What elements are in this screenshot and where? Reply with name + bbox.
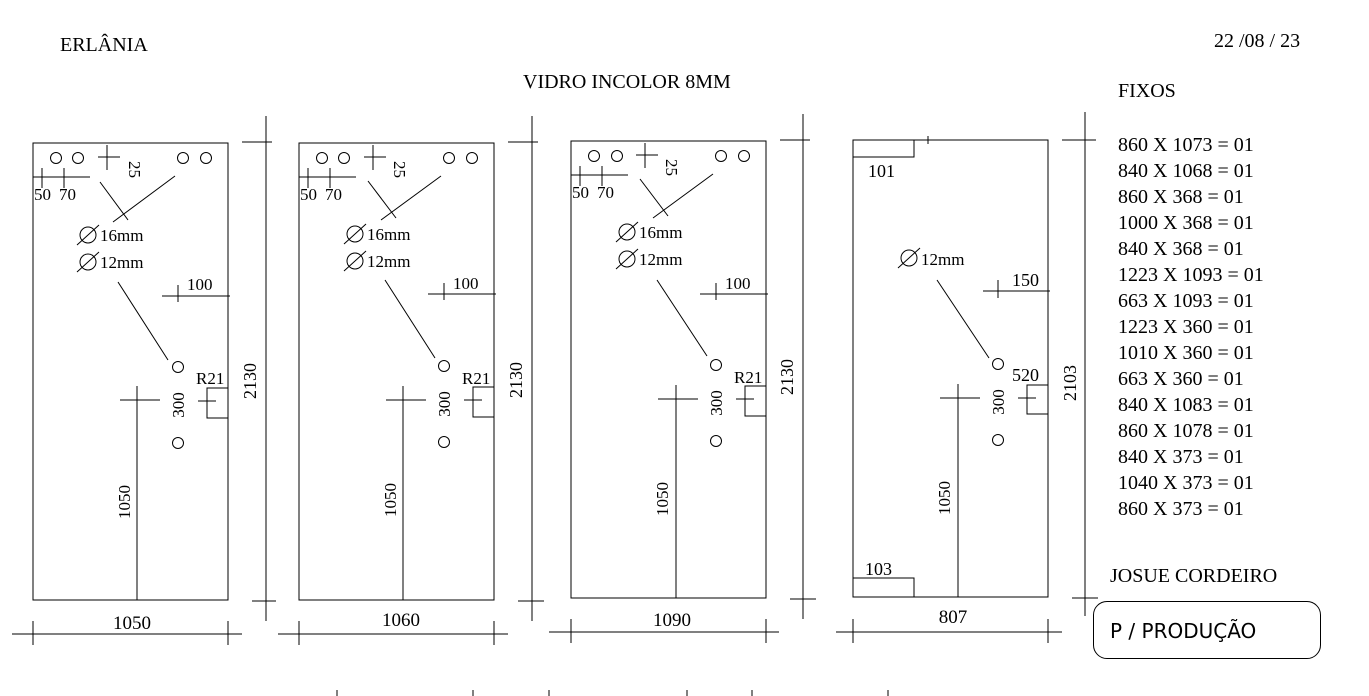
fixed-panel-item: 860 X 373 = 01 — [1118, 498, 1244, 520]
production-stamp: P / PRODUÇÃO — [1093, 601, 1321, 659]
door-panel-4: 101 12mm 150 300 520 1050 103 2103 807 — [836, 112, 1098, 643]
fixed-panels-title: FIXOS — [1118, 80, 1176, 102]
panel-outline — [32, 142, 229, 601]
dim-hole-spacing: 25 — [662, 159, 681, 176]
hole — [438, 360, 450, 372]
glass-spec-title: VIDRO INCOLOR 8MM — [523, 71, 731, 93]
fixed-panel-item: 840 X 368 = 01 — [1118, 238, 1244, 260]
fixed-panels-list: 860 X 1073 = 01 840 X 1068 = 01 860 X 368 … — [1118, 132, 1264, 522]
fixed-panel-item: 840 X 373 = 01 — [1118, 446, 1244, 468]
dim-lock-offset: 150 — [1012, 270, 1039, 290]
fixed-panel-item: 1010 X 360 = 01 — [1118, 342, 1254, 364]
label-hole-small: 12mm — [639, 250, 682, 269]
label-hole-large: 16mm — [639, 223, 682, 242]
dim-offset-spacing: 70 — [59, 185, 76, 204]
hole — [710, 435, 722, 447]
hole — [710, 359, 722, 371]
panel-outline — [298, 142, 495, 601]
hole — [172, 361, 184, 373]
dim-handle-height: 1050 — [653, 482, 672, 516]
label-hole-large: 16mm — [367, 225, 410, 244]
hole — [172, 437, 184, 449]
hole — [338, 152, 350, 164]
door-panel-2: 25 50 70 16mm 12mm 100 300 R21 1050 2130 — [278, 116, 544, 645]
fixed-panel-item: 860 X 1073 = 01 — [1118, 134, 1254, 156]
label-radius: R21 — [462, 369, 490, 388]
label-hole-large: 16mm — [100, 226, 143, 245]
hole — [316, 152, 328, 164]
client-name: ERLÂNIA — [60, 34, 148, 56]
panel-outline — [852, 139, 1049, 598]
label-hole-small: 12mm — [921, 250, 964, 269]
label-hole-small: 12mm — [367, 252, 410, 271]
dim-offset-spacing: 70 — [597, 183, 614, 202]
dim-offset-spacing: 70 — [325, 185, 342, 204]
dim-height: 2103 — [1060, 365, 1080, 401]
door-panel-3: 25 50 70 16mm 12mm 100 300 R21 1050 2130 — [549, 114, 816, 643]
dim-lock-offset: 100 — [453, 274, 479, 293]
dim-handle-spacing: 300 — [989, 389, 1008, 415]
dim-handle-height: 1050 — [935, 481, 954, 515]
drawing-date: 22 /08 / 23 — [1214, 30, 1301, 52]
dim-handle-spacing: 300 — [707, 390, 726, 416]
dim-offset-left: 50 — [572, 183, 589, 202]
hole — [177, 152, 189, 164]
hole — [738, 150, 750, 162]
fixed-panel-item: 1223 X 1093 = 01 — [1118, 264, 1264, 286]
dim-bottom-notch: 103 — [865, 559, 892, 579]
dim-hole-spacing: 25 — [390, 161, 409, 178]
dim-height: 2130 — [777, 359, 797, 395]
dim-top-notch: 101 — [868, 161, 895, 181]
dim-width: 1050 — [113, 613, 151, 634]
dim-handle-spacing: 300 — [435, 391, 454, 417]
fixed-panel-item: 840 X 1068 = 01 — [1118, 160, 1254, 182]
dim-width: 1090 — [653, 610, 691, 631]
hole — [72, 152, 84, 164]
dim-width: 1060 — [382, 610, 420, 631]
label-notch: 520 — [1012, 365, 1039, 385]
dim-offset-left: 50 — [300, 185, 317, 204]
dim-offset-left: 50 — [34, 185, 51, 204]
page-edge-ticks — [336, 690, 889, 696]
panel-outline — [570, 140, 767, 599]
hole — [588, 150, 600, 162]
label-radius: R21 — [196, 369, 224, 388]
fixed-panel-item: 1223 X 360 = 01 — [1118, 316, 1254, 338]
installer-name: JOSUE CORDEIRO — [1110, 565, 1278, 587]
dim-hole-spacing: 25 — [125, 161, 144, 178]
hole — [992, 358, 1004, 370]
hole — [992, 434, 1004, 446]
label-hole-small: 12mm — [100, 253, 143, 272]
dim-height: 2130 — [240, 363, 260, 399]
dim-handle-height: 1050 — [115, 485, 134, 519]
fixed-panel-item: 663 X 1093 = 01 — [1118, 290, 1254, 312]
hole — [466, 152, 478, 164]
dim-width: 807 — [939, 607, 968, 628]
hole — [611, 150, 623, 162]
fixed-panel-item: 840 X 1083 = 01 — [1118, 394, 1254, 416]
dim-lock-offset: 100 — [725, 274, 751, 293]
hole — [438, 436, 450, 448]
door-panel-1: 25 50 70 16mm 12mm 100 300 R21 1050 — [12, 116, 276, 645]
production-label: P / PRODUÇÃO — [1110, 619, 1257, 643]
fixed-panel-item: 1040 X 373 = 01 — [1118, 472, 1254, 494]
fixed-panel-item: 860 X 368 = 01 — [1118, 186, 1244, 208]
label-radius: R21 — [734, 368, 762, 387]
dim-height: 2130 — [506, 362, 526, 398]
fixed-panel-item: 860 X 1078 = 01 — [1118, 420, 1254, 442]
dim-lock-offset: 100 — [187, 275, 213, 294]
dim-handle-height: 1050 — [381, 483, 400, 517]
dim-handle-spacing: 300 — [169, 392, 188, 418]
hole — [715, 150, 727, 162]
hole — [200, 152, 212, 164]
hole — [443, 152, 455, 164]
fixed-panel-item: 1000 X 368 = 01 — [1118, 212, 1254, 234]
hole — [50, 152, 62, 164]
fixed-panel-item: 663 X 360 = 01 — [1118, 368, 1244, 390]
